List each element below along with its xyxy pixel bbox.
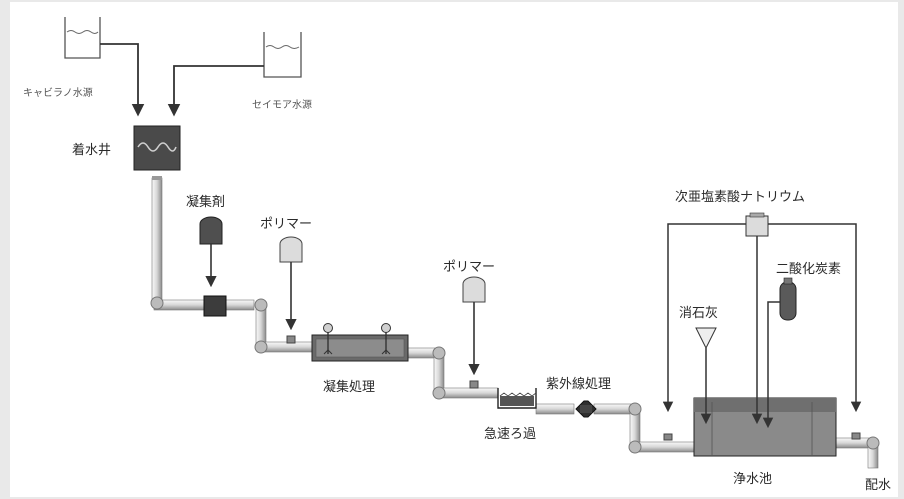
polymer-label-2: ポリマー (443, 260, 496, 275)
receiving-well-label: 着水井 (72, 143, 112, 158)
polymer-tank-1 (279, 236, 303, 263)
coagulant-label: 凝集剤 (186, 195, 226, 210)
diagram-canvas: キャビラノ水源 セイモア水源 着水井 凝集剤 ポリマー 凝集処理 ポリマー 急速… (10, 2, 898, 497)
source-tank-seimoa (263, 32, 302, 78)
main-pipeline (150, 176, 880, 469)
receiving-well (133, 125, 181, 171)
slaked-lime-hopper (695, 327, 717, 350)
co2-cylinder (779, 277, 797, 321)
rapid-filter (497, 388, 537, 409)
sodium-hypochlorite-label: 次亜塩素酸ナトリウム (675, 190, 806, 205)
uv-unit (575, 400, 597, 418)
source-kyabiranoo-label: キャビラノ水源 (23, 88, 93, 99)
hypochlorite-tank (745, 212, 769, 237)
clear-water-tank (693, 397, 837, 457)
source-seimoa-label: セイモア水源 (252, 100, 312, 111)
feed-line-kyabiranoo (100, 43, 145, 117)
hypochlorite-dose-lines (662, 223, 862, 441)
polymer-injector-2 (469, 380, 479, 389)
coagulation-label: 凝集処理 (323, 380, 376, 395)
polymer-tank-2 (462, 276, 486, 303)
coagulation-basin (311, 323, 409, 362)
polymer-label-1: ポリマー (260, 217, 313, 232)
rapid-filtration-label: 急速ろ過 (484, 427, 537, 442)
clear-water-tank-label: 浄水池 (733, 472, 773, 487)
water-treatment-flow-diagram (64, 17, 880, 469)
uv-treatment-label: 紫外線処理 (546, 377, 612, 392)
coagulant-mixer (203, 295, 227, 317)
source-tank-kyabiranoo (64, 17, 101, 59)
slaked-lime-label: 消石灰 (679, 306, 719, 321)
feed-line-seimoa (167, 65, 264, 117)
polymer-injector-1 (286, 335, 296, 344)
coagulant-tank (199, 216, 223, 245)
carbon-dioxide-label: 二酸化炭素 (776, 262, 842, 277)
distribution-label: 配水 (865, 478, 892, 493)
co2-dose-line (762, 301, 780, 429)
